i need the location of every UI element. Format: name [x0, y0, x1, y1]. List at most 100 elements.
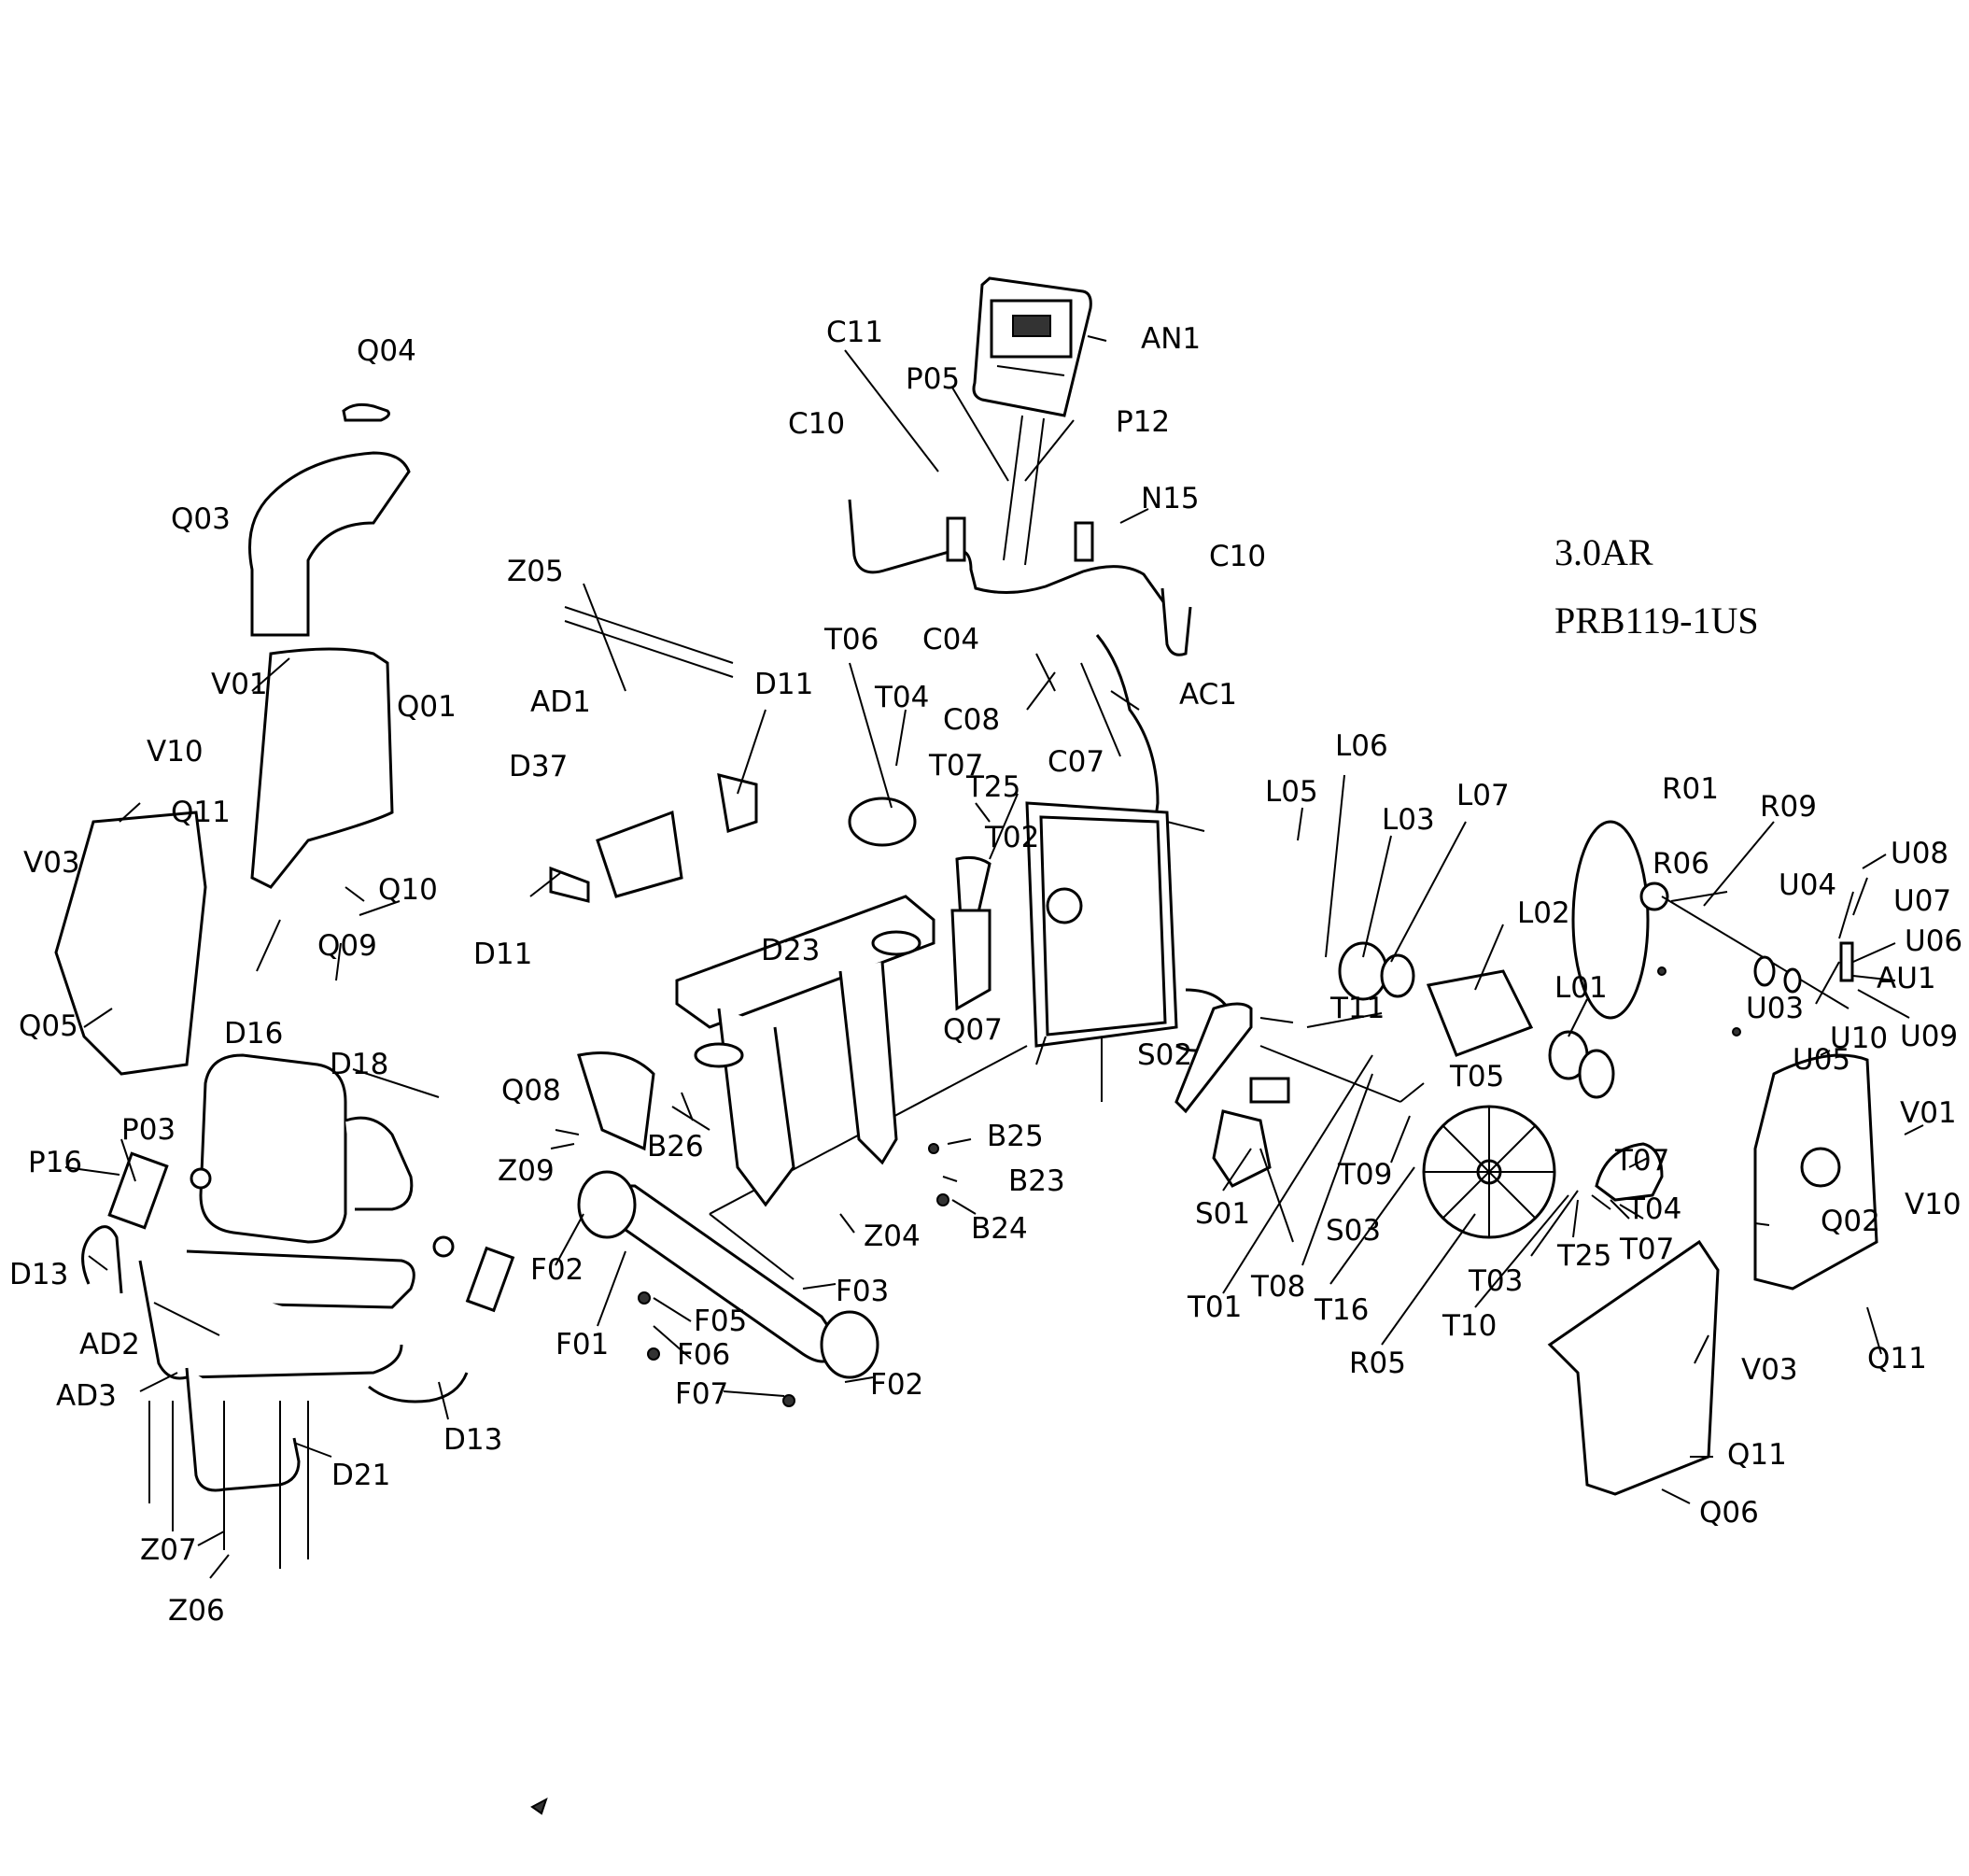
part-label-t07: T07	[1619, 1233, 1674, 1266]
part-label-p05: P05	[906, 362, 960, 396]
part-label-q06: Q06	[1699, 1496, 1759, 1530]
seat-rail-drawing	[675, 895, 935, 1207]
part-label-ac1: AC1	[1179, 678, 1237, 712]
part-label-f05: F05	[694, 1305, 747, 1338]
flywheel-shaft-drawing	[1338, 941, 1615, 1099]
part-label-d11: D11	[754, 668, 813, 701]
part-label-t04: T04	[874, 681, 929, 714]
part-label-d13: D13	[9, 1258, 68, 1291]
part-label-q11: Q11	[1727, 1438, 1787, 1472]
part-label-l07: L07	[1456, 779, 1510, 812]
part-label-p16: P16	[28, 1146, 82, 1179]
part-label-u08: U08	[1891, 837, 1948, 870]
part-label-b26: B26	[647, 1130, 704, 1164]
part-label-l05: L05	[1265, 775, 1318, 809]
part-label-r01: R01	[1662, 772, 1719, 806]
part-label-b24: B24	[971, 1212, 1028, 1246]
part-label-t03: T03	[1468, 1264, 1523, 1298]
part-label-l03: L03	[1382, 803, 1435, 837]
part-label-ad1: AD1	[530, 685, 591, 719]
part-label-q01: Q01	[397, 690, 457, 724]
part-label-p12: P12	[1116, 405, 1170, 439]
part-label-v03: V03	[1741, 1353, 1798, 1387]
part-label-r05: R05	[1349, 1347, 1406, 1380]
part-label-au1: AU1	[1877, 962, 1936, 995]
part-label-b23: B23	[1008, 1164, 1065, 1198]
part-label-t16: T16	[1314, 1293, 1369, 1327]
part-label-r06: R06	[1653, 847, 1709, 881]
part-label-t05: T05	[1449, 1060, 1504, 1093]
part-label-z09: Z09	[498, 1154, 555, 1188]
part-label-f02: F02	[530, 1253, 584, 1287]
part-label-s03: S03	[1326, 1214, 1381, 1248]
part-label-t07: T07	[1614, 1144, 1669, 1178]
part-label-q07: Q07	[943, 1013, 1003, 1047]
shroud-right-drawing	[1547, 1053, 1878, 1496]
part-label-f06: F06	[677, 1338, 730, 1372]
part-label-d18: D18	[330, 1048, 388, 1081]
part-label-z05: Z05	[507, 555, 564, 588]
parts-drawing	[54, 276, 1878, 1815]
part-label-u10: U10	[1830, 1022, 1888, 1055]
part-label-v10: V10	[1905, 1188, 1962, 1221]
console-drawing	[972, 276, 1092, 566]
part-label-q11: Q11	[1867, 1342, 1927, 1375]
main-frame-drawing	[709, 634, 1234, 1215]
part-label-an1: AN1	[1141, 322, 1201, 356]
part-label-q09: Q09	[317, 929, 377, 963]
part-label-u05: U05	[1793, 1043, 1850, 1077]
part-label-ad2: AD2	[79, 1328, 140, 1361]
seat-carriage-drawing	[549, 606, 758, 1151]
part-label-u06: U06	[1905, 924, 1962, 958]
part-label-q03: Q03	[171, 502, 231, 536]
part-label-q04: Q04	[357, 334, 416, 368]
part-label-t06: T06	[823, 623, 879, 656]
part-label-t25: T25	[1556, 1239, 1611, 1273]
part-label-t04: T04	[1626, 1192, 1681, 1226]
part-label-c04: C04	[922, 623, 979, 656]
crank-drawing	[1174, 1002, 1401, 1188]
pulley-drawing	[1422, 1105, 1556, 1239]
part-label-z04: Z04	[864, 1220, 921, 1253]
part-label-d13: D13	[443, 1423, 502, 1457]
part-label-z06: Z06	[168, 1594, 225, 1628]
part-label-t02: T02	[984, 821, 1039, 854]
seat-post-drawing	[148, 1401, 309, 1569]
part-label-b25: B25	[987, 1120, 1044, 1153]
part-label-l02: L02	[1517, 896, 1570, 930]
part-label-q05: Q05	[19, 1009, 78, 1043]
part-label-t11: T11	[1329, 992, 1385, 1025]
part-label-q08: Q08	[501, 1074, 561, 1107]
part-label-v01: V01	[1900, 1096, 1957, 1130]
part-label-t10: T10	[1442, 1309, 1497, 1343]
part-label-z07: Z07	[140, 1533, 197, 1567]
part-label-l06: L06	[1335, 729, 1388, 763]
part-label-ad3: AD3	[56, 1379, 117, 1413]
part-label-n15: N15	[1141, 482, 1200, 515]
part-label-f07: F07	[675, 1377, 728, 1411]
part-label-u03: U03	[1746, 992, 1804, 1025]
part-label-p03: P03	[121, 1113, 176, 1147]
part-label-s02: S02	[1137, 1038, 1192, 1072]
part-label-v10: V10	[147, 735, 204, 769]
resistance-disc-drawing	[1571, 820, 1854, 1020]
part-label-d21: D21	[331, 1459, 390, 1492]
handlebar-drawing	[848, 499, 1192, 656]
part-label-v01: V01	[211, 668, 268, 701]
part-label-f02: F02	[870, 1368, 923, 1402]
part-label-v03: V03	[23, 846, 80, 880]
seat-drawing	[186, 1053, 415, 1309]
misc-small-parts	[530, 966, 1741, 1815]
part-label-s01: S01	[1195, 1197, 1250, 1231]
part-label-q10: Q10	[378, 873, 438, 907]
leader-lines	[64, 335, 1924, 1579]
part-label-d11: D11	[473, 938, 532, 971]
shroud-left-drawing	[54, 402, 411, 1076]
pedal-drawing	[848, 797, 1664, 1202]
part-label-t01: T01	[1187, 1291, 1242, 1324]
part-label-r09: R09	[1760, 790, 1817, 824]
part-label-d23: D23	[761, 934, 820, 967]
